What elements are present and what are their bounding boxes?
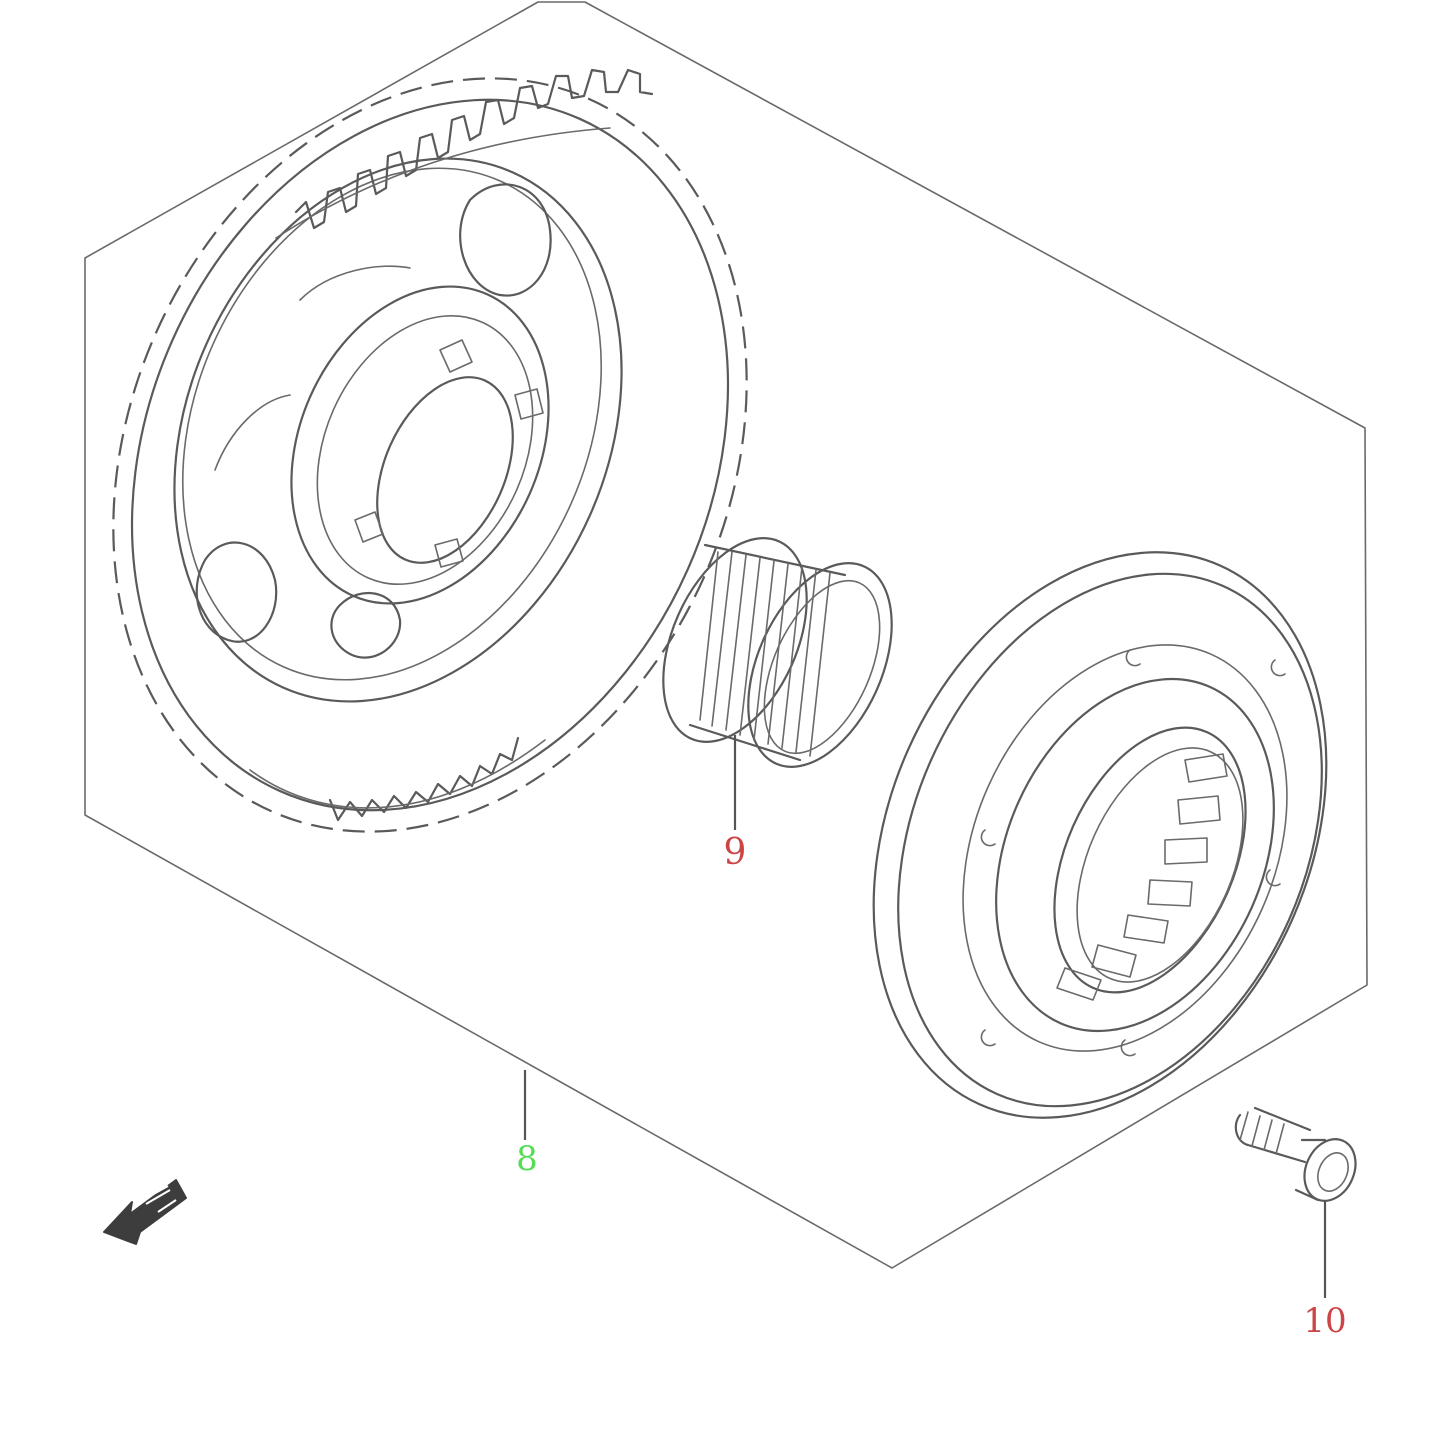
assembly-outline: [84, 1, 1368, 1269]
needle-bearing: [662, 537, 893, 768]
callout-part-10[interactable]: 10: [1303, 1301, 1346, 1341]
clutch-bolt: [1234, 1106, 1357, 1202]
callout-part-8[interactable]: 8: [516, 1139, 538, 1179]
front-direction-arrow-icon: [103, 1179, 187, 1245]
starter-driven-gear: [112, 68, 748, 833]
callout-part-9[interactable]: 9: [724, 832, 747, 873]
starter-clutch: [872, 551, 1328, 1119]
